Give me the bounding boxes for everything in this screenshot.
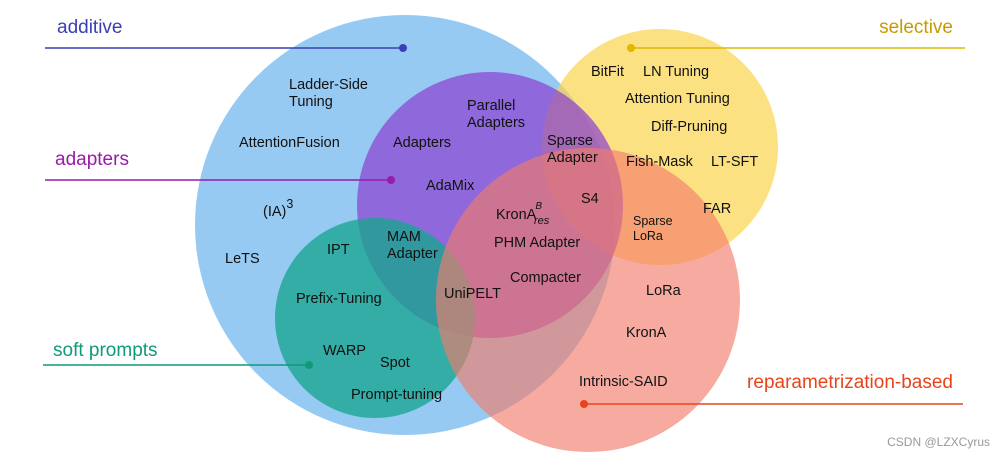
method-compacter: Compacter xyxy=(510,270,581,286)
method-prefix-tuning: Prefix-Tuning xyxy=(296,291,382,307)
soft-prompts-leader-dot xyxy=(305,361,313,369)
adapters-label: adapters xyxy=(55,149,129,170)
method-ladder-side: Ladder-Side xyxy=(289,77,368,93)
method-intrinsic-said: Intrinsic-SAID xyxy=(579,374,668,390)
method-krona: KronA xyxy=(626,325,667,341)
soft-prompts-label: soft prompts xyxy=(53,340,158,361)
method-sparse-adapter-1: Sparse xyxy=(547,133,593,149)
watermark-text: CSDN @LZXCyrus xyxy=(887,435,990,449)
method-krona-res-base: KronA xyxy=(496,207,537,223)
method-unipelt: UniPELT xyxy=(444,286,501,302)
adapters-label-group: adapters xyxy=(45,149,395,184)
selective-label-group: selective xyxy=(627,17,965,52)
method-adapters: Adapters xyxy=(393,135,451,151)
method-fish-mask: Fish-Mask xyxy=(626,154,694,170)
method-mam-2: Adapter xyxy=(387,246,438,262)
method-prompt-tuning: Prompt-tuning xyxy=(351,387,442,403)
method-lets: LeTS xyxy=(225,251,260,267)
reparam-leader-dot xyxy=(580,400,588,408)
additive-label-group: additive xyxy=(45,17,407,52)
method-spot: Spot xyxy=(380,355,410,371)
method-mam-1: MAM xyxy=(387,229,421,245)
method-krona-res-sup: B xyxy=(535,201,542,212)
method-attention-fusion: AttentionFusion xyxy=(239,135,340,151)
method-ia3: (IA)3 xyxy=(263,197,293,220)
method-parallel-adapters-1: Parallel xyxy=(467,98,515,114)
method-bitfit: BitFit xyxy=(591,64,624,80)
method-s4: S4 xyxy=(581,191,599,207)
method-lora: LoRa xyxy=(646,283,682,299)
selective-leader-dot xyxy=(627,44,635,52)
selective-label: selective xyxy=(879,17,953,38)
method-lt-sft: LT-SFT xyxy=(711,154,758,170)
method-sparse-adapter-2: Adapter xyxy=(547,150,598,166)
method-attention-tuning: Attention Tuning xyxy=(625,91,730,107)
method-sparse-lora-2: LoRa xyxy=(633,229,663,243)
method-ipt: IPT xyxy=(327,242,350,258)
reparam-label-group: reparametrization-based xyxy=(580,372,963,408)
method-diff-pruning: Diff-Pruning xyxy=(651,119,727,135)
method-far: FAR xyxy=(703,201,731,217)
soft-prompts-label-group: soft prompts xyxy=(43,340,313,369)
method-warp: WARP xyxy=(323,343,366,359)
method-ln-tuning: LN Tuning xyxy=(643,64,709,80)
additive-label: additive xyxy=(57,17,123,38)
method-adamix: AdaMix xyxy=(426,178,475,194)
method-ia3-base: (IA) xyxy=(263,204,286,220)
soft-prompts-circle xyxy=(275,218,475,418)
method-krona-res-sub: res xyxy=(534,215,550,227)
method-parallel-adapters-2: Adapters xyxy=(467,115,525,131)
reparametrization-circle xyxy=(436,148,740,452)
additive-leader-dot xyxy=(399,44,407,52)
method-ia3-sup: 3 xyxy=(286,197,293,211)
method-sparse-lora-1: Sparse xyxy=(633,214,673,228)
method-phm-adapter: PHM Adapter xyxy=(494,235,580,251)
method-ladder-side-tuning: Tuning xyxy=(289,94,333,110)
adapters-leader-dot xyxy=(387,176,395,184)
reparam-label: reparametrization-based xyxy=(747,372,953,393)
